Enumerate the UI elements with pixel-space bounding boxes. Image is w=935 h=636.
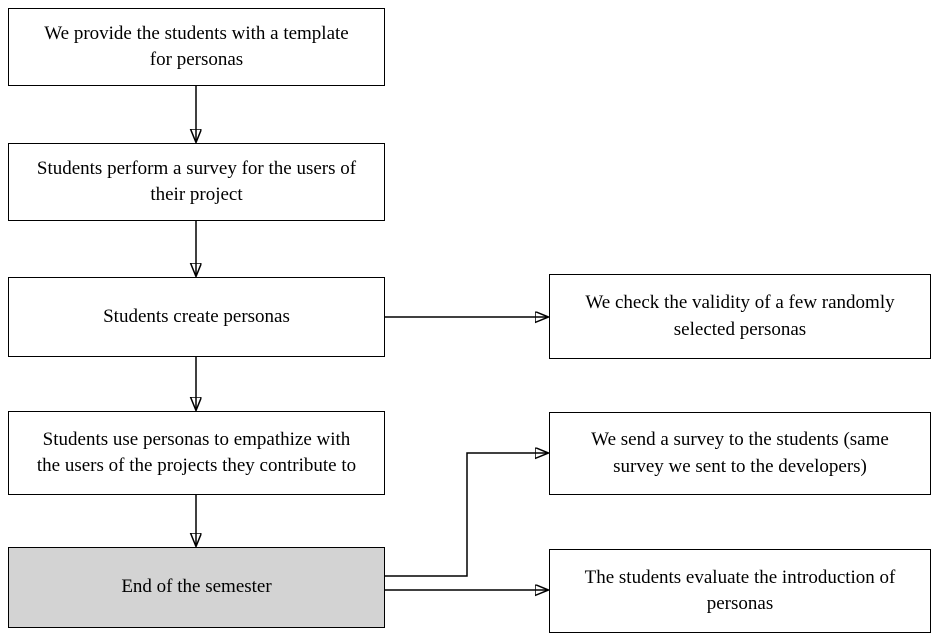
node-provide-template: We provide the students with a template … <box>8 8 385 86</box>
node-perform-survey: Students perform a survey for the users … <box>8 143 385 221</box>
node-check-validity: We check the validity of a few randomly … <box>549 274 931 359</box>
arrow-end-to-send-survey <box>385 453 548 577</box>
node-create-personas: Students create personas <box>8 277 385 357</box>
node-use-personas: Students use personas to empathize with … <box>8 411 385 495</box>
node-evaluate-personas: The students evaluate the introduction o… <box>549 549 931 633</box>
node-end-of-semester: End of the semester <box>8 547 385 628</box>
node-send-survey: We send a survey to the students (same s… <box>549 412 931 495</box>
